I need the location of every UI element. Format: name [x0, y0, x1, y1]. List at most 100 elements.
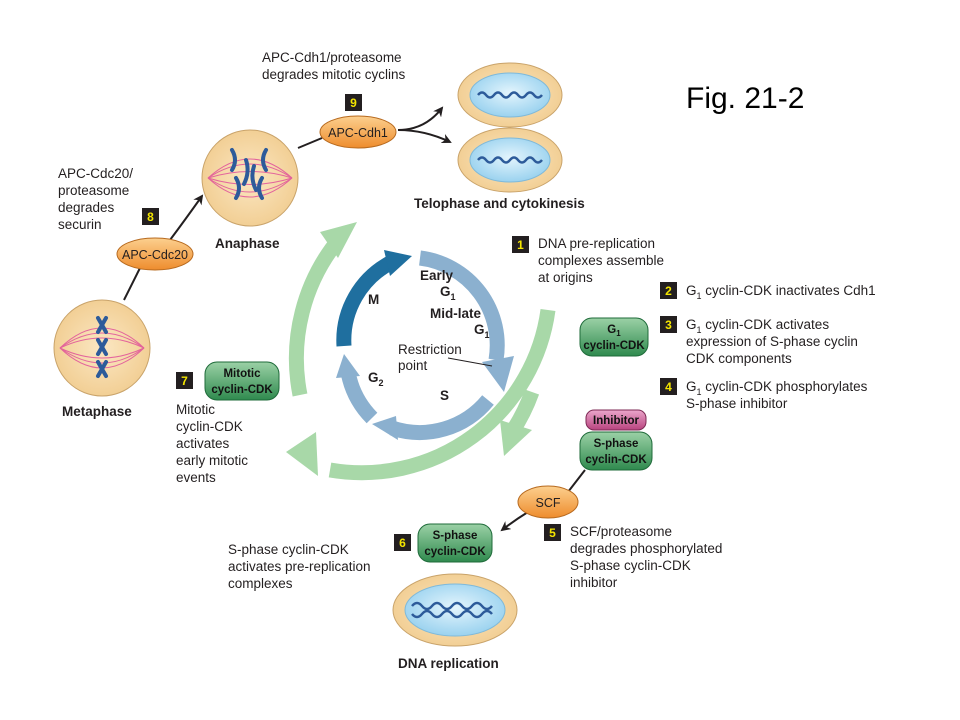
svg-text:G1: G1 [607, 324, 621, 338]
outer-ring [286, 222, 556, 481]
inhibitor-box: Inhibitor [585, 409, 647, 431]
svg-text:early mitotic: early mitotic [176, 453, 248, 468]
svg-text:S-phase: S-phase [433, 530, 478, 542]
svg-text:Mitotic: Mitotic [223, 368, 261, 380]
outer-arrowhead-left [286, 432, 318, 476]
step-9-text: APC-Cdh1/proteasome degrades mitotic cyc… [262, 50, 406, 82]
step-number-9: 9 [345, 94, 362, 111]
step-4-text: G1 cyclin-CDK phosphorylates S-phase inh… [686, 379, 868, 411]
svg-text:1: 1 [517, 238, 524, 252]
svg-text:inhibitor: inhibitor [570, 575, 618, 590]
outer-arc-left [288, 233, 346, 397]
phase-g1-mid-label: G1 [474, 322, 490, 340]
svg-text:cyclin-CDK: cyclin-CDK [424, 546, 486, 558]
svg-text:7: 7 [181, 374, 188, 388]
apc-cdc20-pill: APC-Cdc20 [116, 237, 194, 271]
svg-text:complexes: complexes [228, 576, 293, 591]
svg-text:9: 9 [350, 96, 357, 110]
step-number-2: 2 [660, 282, 677, 299]
step-number-3: 3 [660, 316, 677, 333]
step-8-text: APC-Cdc20/ proteasome degrades securin [58, 166, 133, 232]
svg-text:Inhibitor: Inhibitor [593, 415, 640, 427]
s-phase-cyclin-cdk-box-bottom: S-phase cyclin-CDK [417, 523, 493, 563]
dna-replication-cell [392, 573, 518, 647]
svg-text:cyclin-CDK: cyclin-CDK [176, 419, 243, 434]
svg-text:S-phase cyclin-CDK: S-phase cyclin-CDK [228, 542, 349, 557]
svg-text:6: 6 [399, 536, 406, 550]
telophase-label: Telophase and cytokinesis [414, 196, 585, 211]
telophase-cells [457, 62, 563, 193]
svg-text:2: 2 [665, 284, 672, 298]
svg-text:securin: securin [58, 217, 102, 232]
outer-arrowhead-right [500, 420, 532, 456]
svg-text:proteasome: proteasome [58, 183, 129, 198]
svg-text:SCF/proteasome: SCF/proteasome [570, 524, 672, 539]
step-number-8: 8 [142, 208, 159, 225]
outer-arc-right [328, 308, 556, 481]
svg-text:S-phase inhibitor: S-phase inhibitor [686, 396, 788, 411]
svg-text:APC-Cdc20/: APC-Cdc20/ [58, 166, 133, 181]
outer-arrowhead-top [320, 222, 357, 258]
g1-cyclin-cdk-box: G1 cyclin-CDK [579, 317, 649, 357]
step-2-text: G1 cyclin-CDK inactivates Cdh1 [686, 283, 876, 301]
phase-midlate-label: Mid-late [430, 306, 481, 321]
svg-text:APC-Cdh1/proteasome: APC-Cdh1/proteasome [262, 50, 402, 65]
svg-text:degrades phosphorylated: degrades phosphorylated [570, 541, 722, 556]
mitotic-cyclin-cdk-box: Mitotic cyclin-CDK [204, 361, 280, 401]
metaphase-label: Metaphase [62, 404, 132, 419]
svg-text:cyclin-CDK: cyclin-CDK [585, 454, 647, 466]
step-number-6: 6 [394, 534, 411, 551]
anaphase-cell [201, 129, 299, 227]
svg-text:S-phase: S-phase [594, 438, 639, 450]
inner-cycle [336, 250, 514, 440]
step-5-text: SCF/proteasome degrades phosphorylated S… [570, 524, 722, 590]
svg-text:degrades mitotic cyclins: degrades mitotic cyclins [262, 67, 406, 82]
step-number-5: 5 [544, 524, 561, 541]
phase-g1-top-label: G1 [440, 284, 456, 302]
svg-text:G1 cyclin-CDK phosphorylates: G1 cyclin-CDK phosphorylates [686, 379, 868, 397]
svg-text:G1 cyclin-CDK activates: G1 cyclin-CDK activates [686, 317, 829, 335]
svg-text:activates pre-replication: activates pre-replication [228, 559, 371, 574]
phase-s-label: S [440, 388, 449, 403]
svg-text:4: 4 [665, 380, 672, 394]
connector-arrows [123, 106, 586, 532]
svg-text:cyclin-CDK: cyclin-CDK [211, 384, 273, 396]
svg-text:events: events [176, 470, 216, 485]
restriction-label-2: point [398, 358, 428, 373]
apc-cdh1-pill: APC-Cdh1 [319, 115, 397, 149]
phase-early-label: Early [420, 268, 454, 283]
svg-text:complexes assemble: complexes assemble [538, 253, 664, 268]
step-3-text: G1 cyclin-CDK activates expression of S-… [686, 317, 858, 366]
svg-text:CDK components: CDK components [686, 351, 792, 366]
svg-text:APC-Cdh1: APC-Cdh1 [328, 126, 388, 140]
anaphase-label: Anaphase [215, 236, 280, 251]
svg-text:5: 5 [549, 526, 556, 540]
phase-g2-label: G2 [368, 370, 384, 388]
s-phase-cyclin-cdk-box-top: S-phase cyclin-CDK [579, 431, 653, 471]
step-6-text: S-phase cyclin-CDK activates pre-replica… [228, 542, 371, 591]
svg-text:expression of S-phase cyclin: expression of S-phase cyclin [686, 334, 858, 349]
step-7-text: Mitotic cyclin-CDK activates early mitot… [176, 402, 248, 485]
svg-text:SCF: SCF [536, 496, 561, 510]
svg-text:at origins: at origins [538, 270, 593, 285]
svg-text:3: 3 [665, 318, 672, 332]
step-1-text: DNA pre-replication complexes assemble a… [538, 236, 664, 285]
svg-text:degrades: degrades [58, 200, 115, 215]
svg-text:activates: activates [176, 436, 230, 451]
svg-text:Mitotic: Mitotic [176, 402, 215, 417]
metaphase-cell [53, 299, 151, 397]
svg-text:S-phase cyclin-CDK: S-phase cyclin-CDK [570, 558, 691, 573]
step-number-1: 1 [512, 236, 529, 253]
scf-pill: SCF [517, 485, 579, 519]
svg-text:8: 8 [147, 210, 154, 224]
svg-text:APC-Cdc20: APC-Cdc20 [122, 248, 188, 262]
figure-label: Fig. 21-2 [686, 82, 804, 115]
svg-text:cyclin-CDK: cyclin-CDK [583, 340, 645, 352]
step-number-4: 4 [660, 378, 677, 395]
step-number-7: 7 [176, 372, 193, 389]
svg-text:G1 cyclin-CDK inactivates Cdh1: G1 cyclin-CDK inactivates Cdh1 [686, 283, 876, 301]
svg-text:DNA pre-replication: DNA pre-replication [538, 236, 655, 251]
phase-m-label: M [368, 292, 379, 307]
dna-replication-label: DNA replication [398, 656, 499, 671]
